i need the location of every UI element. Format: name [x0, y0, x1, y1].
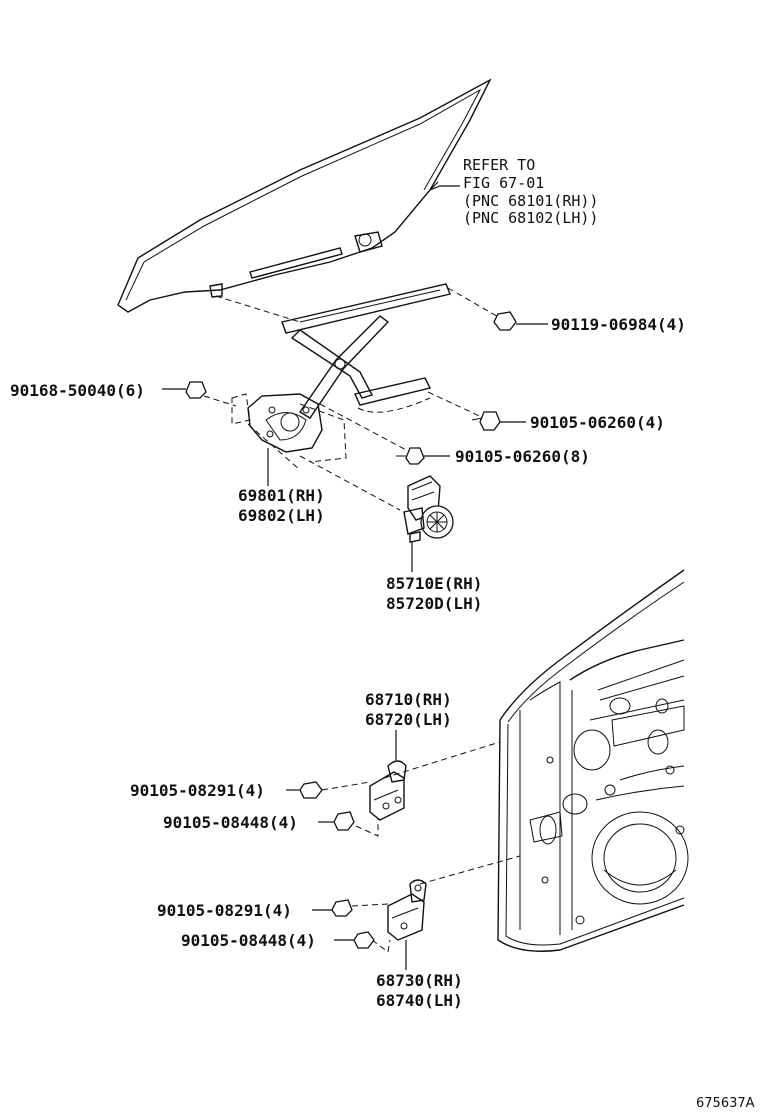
label-68720: 68720(LH) [365, 710, 452, 729]
label-68740: 68740(LH) [376, 991, 463, 1010]
bolt-90119 [493, 311, 548, 331]
bolt-08448-a [318, 811, 355, 831]
bolt-90105-a [471, 411, 526, 431]
door-inner-panel [497, 569, 689, 952]
lower-door-hinge [351, 879, 427, 970]
label-90105-08448-b: 90105-08448(4) [181, 931, 316, 950]
upper-hinge-line [383, 741, 501, 779]
bolt-08448-b [334, 931, 375, 949]
bolt-90105-b [396, 447, 450, 465]
label-90105-08291-a: 90105-08291(4) [130, 781, 265, 800]
figure-id: 675637A [696, 1096, 755, 1111]
label-69801: 69801(RH) [238, 486, 325, 505]
glass-mount-line-2 [447, 287, 501, 319]
label-90105-08291-b: 90105-08291(4) [157, 901, 292, 920]
label-85720d: 85720D(LH) [386, 594, 482, 613]
label-85710e: 85710E(RH) [386, 574, 482, 593]
motor-mount-line [299, 455, 401, 511]
refer-line-3: (PNC 68101(RH)) [463, 192, 598, 210]
label-68730: 68730(RH) [376, 971, 463, 990]
label-90105-08448-a: 90105-08448(4) [163, 813, 298, 832]
label-68710: 68710(RH) [365, 690, 452, 709]
label-90105-06260-b: 90105-06260(8) [455, 447, 590, 466]
bolt-90168 [162, 381, 237, 407]
refer-line-4: (PNC 68102(LH)) [463, 209, 598, 227]
regulator-motor [403, 475, 454, 572]
bolt-mount-line-2 [427, 391, 489, 421]
bolt-mount-line [319, 403, 411, 453]
glass-mount-line [215, 295, 301, 323]
door-glass [117, 78, 492, 313]
label-90105-06260-a: 90105-06260(4) [530, 413, 665, 432]
label-90168-50040: 90168-50040(6) [10, 381, 145, 400]
refer-line-2: FIG 67-01 [463, 174, 544, 192]
bolt-08291-b [312, 899, 353, 917]
label-69802: 69802(LH) [238, 506, 325, 525]
refer-line-1: REFER TO [463, 156, 535, 174]
bolt-08291-a [286, 781, 323, 799]
refer-note: REFER TO FIG 67-01 (PNC 68101(RH)) (PNC … [429, 156, 598, 227]
lower-hinge-line [419, 855, 521, 885]
label-90119-06984: 90119-06984(4) [551, 315, 686, 334]
window-regulator [231, 283, 451, 471]
upper-door-hinge [321, 730, 407, 837]
